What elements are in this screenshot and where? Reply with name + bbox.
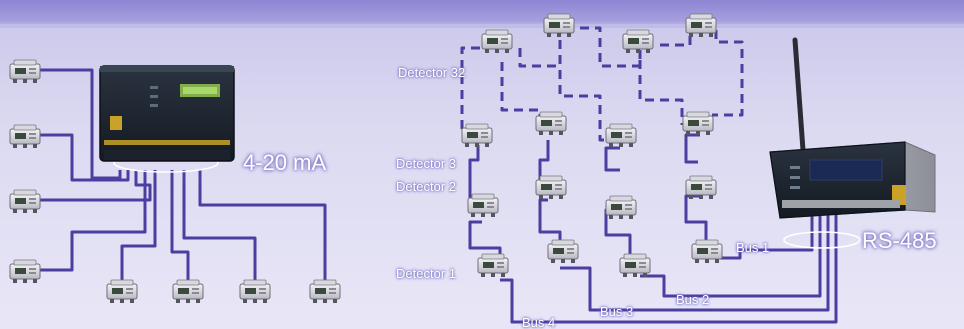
rs485-buses [468,133,838,324]
dashed-link-e [500,62,542,125]
bus4-trunk [500,208,838,324]
bus-2-label: Bus 2 [676,292,710,307]
analog-signal-label: 4-20 mA [243,150,327,175]
detector-icon [239,279,271,304]
detector-icon [619,253,651,278]
detector-icon [9,189,41,214]
digital-control-panel-icon [769,37,936,219]
bus2-trunk [640,208,822,298]
detector-icon [461,123,493,148]
detector-2-label: Detector 2 [396,179,456,194]
bus-1-label: Bus 1 [736,240,770,255]
dashed-link-a [460,46,495,137]
detector-icon [535,175,567,200]
cable-left-2 [40,133,130,182]
detector-icon [543,13,575,38]
bus3-trunk [560,208,830,312]
dashed-link-b [518,28,562,68]
detector-icon [622,29,654,54]
detector-icon [9,59,41,84]
detector-icon [477,253,509,278]
detector-icon [691,239,723,264]
header-band [0,0,964,24]
cable-bottom-4 [198,170,327,282]
detector-1-label: Detector 1 [396,266,456,281]
dashed-link-c [580,26,642,68]
detector-icon [682,111,714,136]
bus1-trunk [710,208,814,260]
detector-icon [467,193,499,218]
cable-left-4 [40,170,147,272]
detector-icon [9,259,41,284]
bus-4-label: Bus 4 [522,315,556,329]
bus1-seg1 [684,133,700,164]
detector-icon [309,279,341,304]
detector-32-label: Detector 32 [398,65,466,80]
detector-icon [685,13,717,38]
cable-bottom-2 [170,170,190,282]
detector-3-label: Detector 3 [396,156,456,171]
digital-bundle-ring [783,231,861,249]
cable-bottom-3 [182,170,257,282]
detector-icon [481,29,513,54]
detector-icon [605,123,637,148]
bus3-seg2 [538,198,562,250]
analog-control-panel-icon [99,65,235,162]
bus2-seg1 [604,146,620,172]
dashed-link-d [660,26,744,117]
header-band-fade [0,22,964,28]
analog-cabling [40,68,327,282]
cable-bottom-1 [120,170,157,280]
bus4-seg1 [468,145,482,202]
dashed-link-g [638,60,684,125]
detector-icon [605,195,637,220]
detector-icon [9,124,41,149]
bus-3-label: Bus 3 [600,304,634,319]
rs485-signal-label: RS-485 [862,228,937,253]
antenna-icon [792,37,806,153]
detector-icon [685,175,717,200]
detector-icon [547,239,579,264]
dashed-link-f [558,40,616,142]
cable-left-3 [40,170,152,202]
dashed-bus-links [460,26,744,142]
detector-icon [172,279,204,304]
detector-icon [106,279,138,304]
detector-icon [535,111,567,136]
cable-left-1 [40,68,122,180]
